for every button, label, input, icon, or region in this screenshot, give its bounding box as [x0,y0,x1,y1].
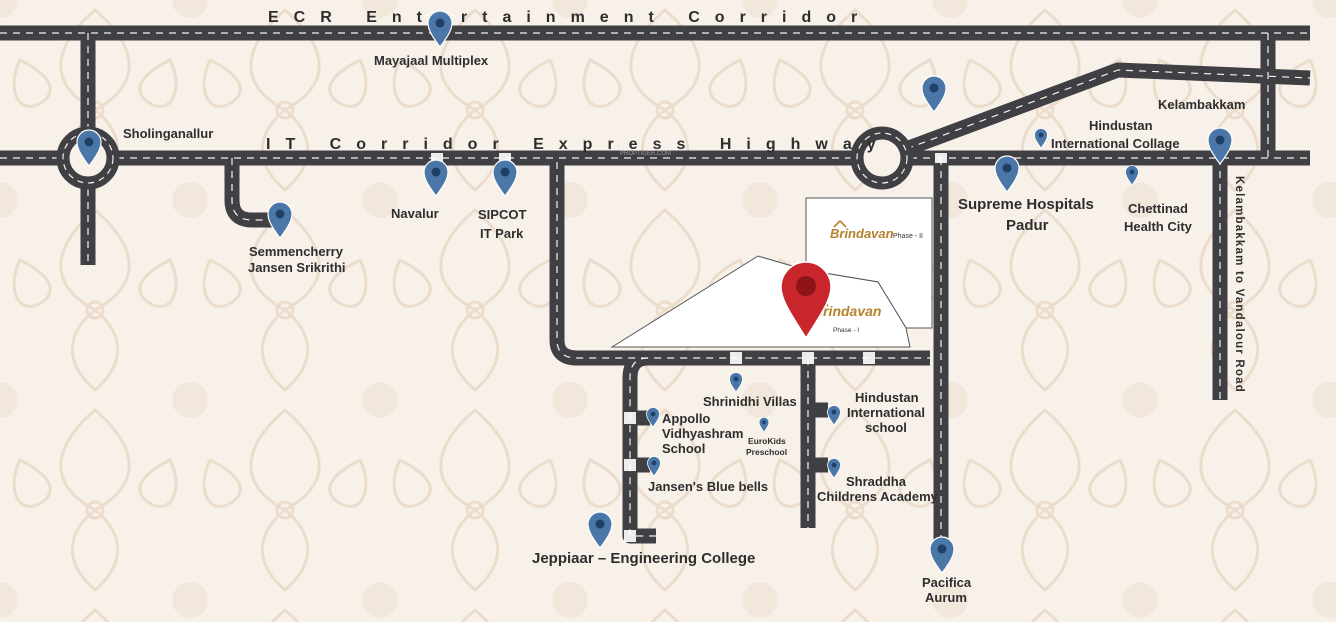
landmark-labels: Mayajaal Multiplex Sholinganallur Semmen… [123,53,1245,605]
phase-1-tag: Phase - I [833,327,859,334]
roundabout-padur [850,126,914,190]
label-navalur: Navalur [391,206,439,221]
label-shraddha-2: Childrens Academy [817,489,939,504]
label-semmencherry: Semmencherry [249,244,344,259]
label-appollo-3: School [662,441,705,456]
label-appollo: Appollo [662,411,710,426]
label-pacifica: Pacifica [922,575,972,590]
phase-2-logo-roof [833,219,847,228]
label-mayajaal: Mayajaal Multiplex [374,53,489,68]
label-kelambakkam: Kelambakkam [1158,97,1245,112]
label-hindustan-school: Hindustan [855,390,919,405]
kelambakkam-road-label: Kelambakkam to Vandalour Road [1233,176,1245,393]
label-sholinganallur: Sholinganallur [123,126,213,141]
label-semmencherry-2: Jansen Srikrithi [248,260,346,275]
label-pacifica-2: Aurum [925,590,967,605]
label-shrinidhi: Shrinidhi Villas [703,394,797,409]
label-hindustan-college-2: International Collage [1051,136,1180,151]
watermark: PROPTIGER.COM [620,151,671,157]
omr-road-label: IT Corridor Express Highway [266,136,891,153]
label-jeppiaar: Jeppiaar – Engineering College [532,550,755,567]
label-hindustan-college: Hindustan [1089,118,1153,133]
label-eurokids: EuroKids [748,436,786,446]
road-network [0,25,1311,545]
zebra-crossings [431,153,947,542]
label-eurokids-2: Preschool [746,447,787,457]
label-jansen-bells: Jansen's Blue bells [648,479,768,494]
phase-1-logo: Brindavan [813,303,881,319]
label-appollo-2: Vidhyashram [662,426,743,441]
project-site: Brindavan Phase - II Brindavan Phase - I [610,197,933,348]
phase-2-tag: Phase - II [893,233,923,240]
phase-1-plot [610,255,911,348]
ecr-road-label: ECR Entertainment Corridor [268,9,872,26]
project-location-pin-icon[interactable] [780,261,832,340]
label-hindustan-school-2: International [847,405,925,420]
label-shraddha: Shraddha [846,474,907,489]
label-hindustan-school-3: school [865,420,907,435]
label-sipcot-2: IT Park [480,226,524,241]
label-chettinad-2: Health City [1124,219,1193,234]
label-chettinad: Chettinad [1128,201,1188,216]
label-supreme-hospitals: Supreme Hospitals [958,196,1094,213]
label-sipcot: SIPCOT [478,207,526,222]
label-supreme-hospitals-2: Padur [1006,217,1049,234]
phase-2-logo: Brindavan [830,226,894,241]
